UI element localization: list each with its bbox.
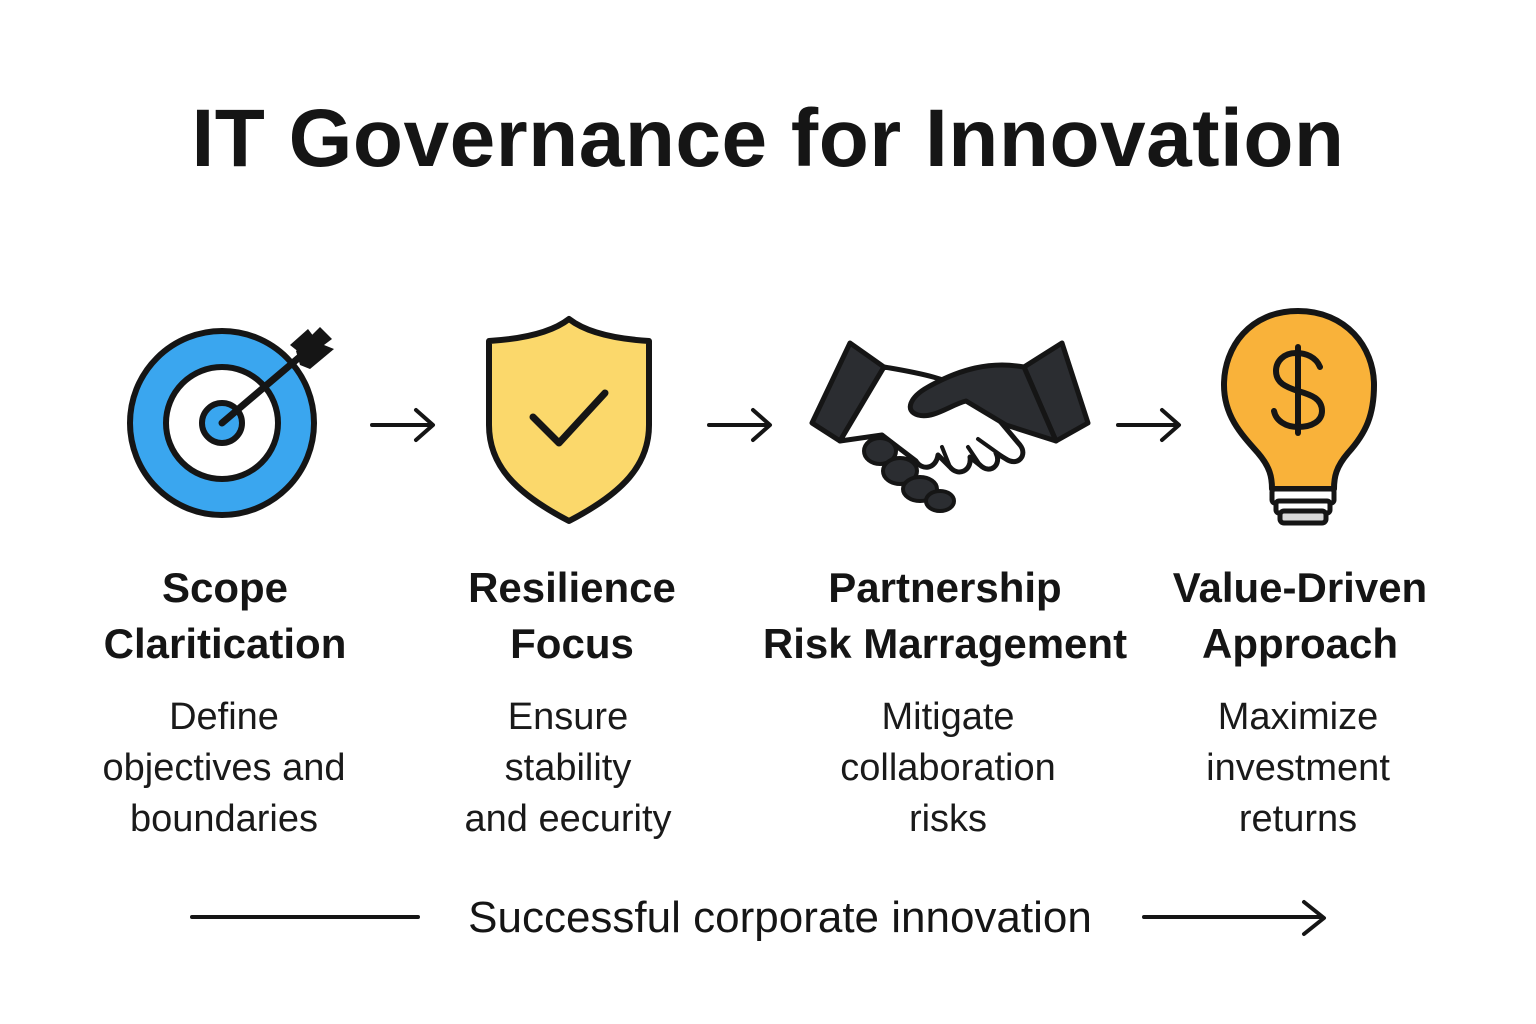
- step-4-description: Maximize investment returns: [1128, 692, 1468, 845]
- step-2-desc-line-1: Ensure: [507, 696, 629, 738]
- step-3-desc-line-2: collaboration: [840, 747, 1056, 789]
- step-2-desc-line-2: stability: [504, 747, 632, 789]
- step-3-heading-line-1: Partnership: [828, 564, 1062, 611]
- step-4-desc-line-1: Maximize: [1217, 696, 1379, 738]
- step-2-description: Ensure stability and eecurity: [398, 692, 738, 845]
- step-arrow-3: [1112, 400, 1188, 450]
- step-3-description: Mitigate collaboration risks: [778, 692, 1118, 845]
- step-4-desc-line-3: returns: [1238, 798, 1358, 840]
- step-3-desc-line-3: risks: [908, 798, 988, 840]
- step-2-heading-line-2: Focus: [510, 620, 634, 667]
- step-4-heading-line-1: Value-Driven: [1172, 564, 1428, 611]
- step-2-heading: Resilience Focus: [382, 560, 762, 672]
- step-1-desc-line-3: boundaries: [129, 798, 319, 840]
- footer-line-left: [190, 915, 420, 919]
- step-3-heading-line-2: Risk Marragement: [762, 620, 1128, 667]
- handshake-icon: [809, 305, 1091, 535]
- footer-label: Successful corporate innovation: [468, 893, 1092, 942]
- step-1-desc-line-2: objectives and: [102, 747, 346, 789]
- diagram-title: IT Governance for Innovation: [191, 93, 1345, 184]
- target-icon: [110, 305, 340, 535]
- step-1-desc-line-1: Define: [169, 696, 279, 738]
- step-4-heading-line-2: Approach: [1201, 620, 1398, 667]
- step-1-heading: Scope Claritication: [35, 560, 415, 672]
- lightbulb-dollar-icon: [1188, 305, 1418, 535]
- step-2-desc-line-3: and eecurity: [464, 798, 672, 840]
- footer-arrowhead-icon: [1296, 896, 1332, 940]
- footer-line-right: [1142, 915, 1322, 919]
- step-1-heading-line-2: Claritication: [103, 620, 347, 667]
- step-3-desc-line-1: Mitigate: [881, 696, 1015, 738]
- shield-check-icon: [455, 305, 685, 535]
- step-4-desc-line-2: investment: [1206, 747, 1390, 789]
- step-2-heading-line-1: Resilience: [468, 564, 676, 611]
- step-1-heading-line-1: Scope: [161, 564, 289, 611]
- step-1-description: Define objectives and boundaries: [54, 692, 394, 845]
- step-3-heading: Partnership Risk Marragement: [745, 560, 1145, 672]
- step-4-heading: Value-Driven Approach: [1125, 560, 1475, 672]
- step-arrow-2: [703, 400, 779, 450]
- step-arrow-1: [366, 400, 442, 450]
